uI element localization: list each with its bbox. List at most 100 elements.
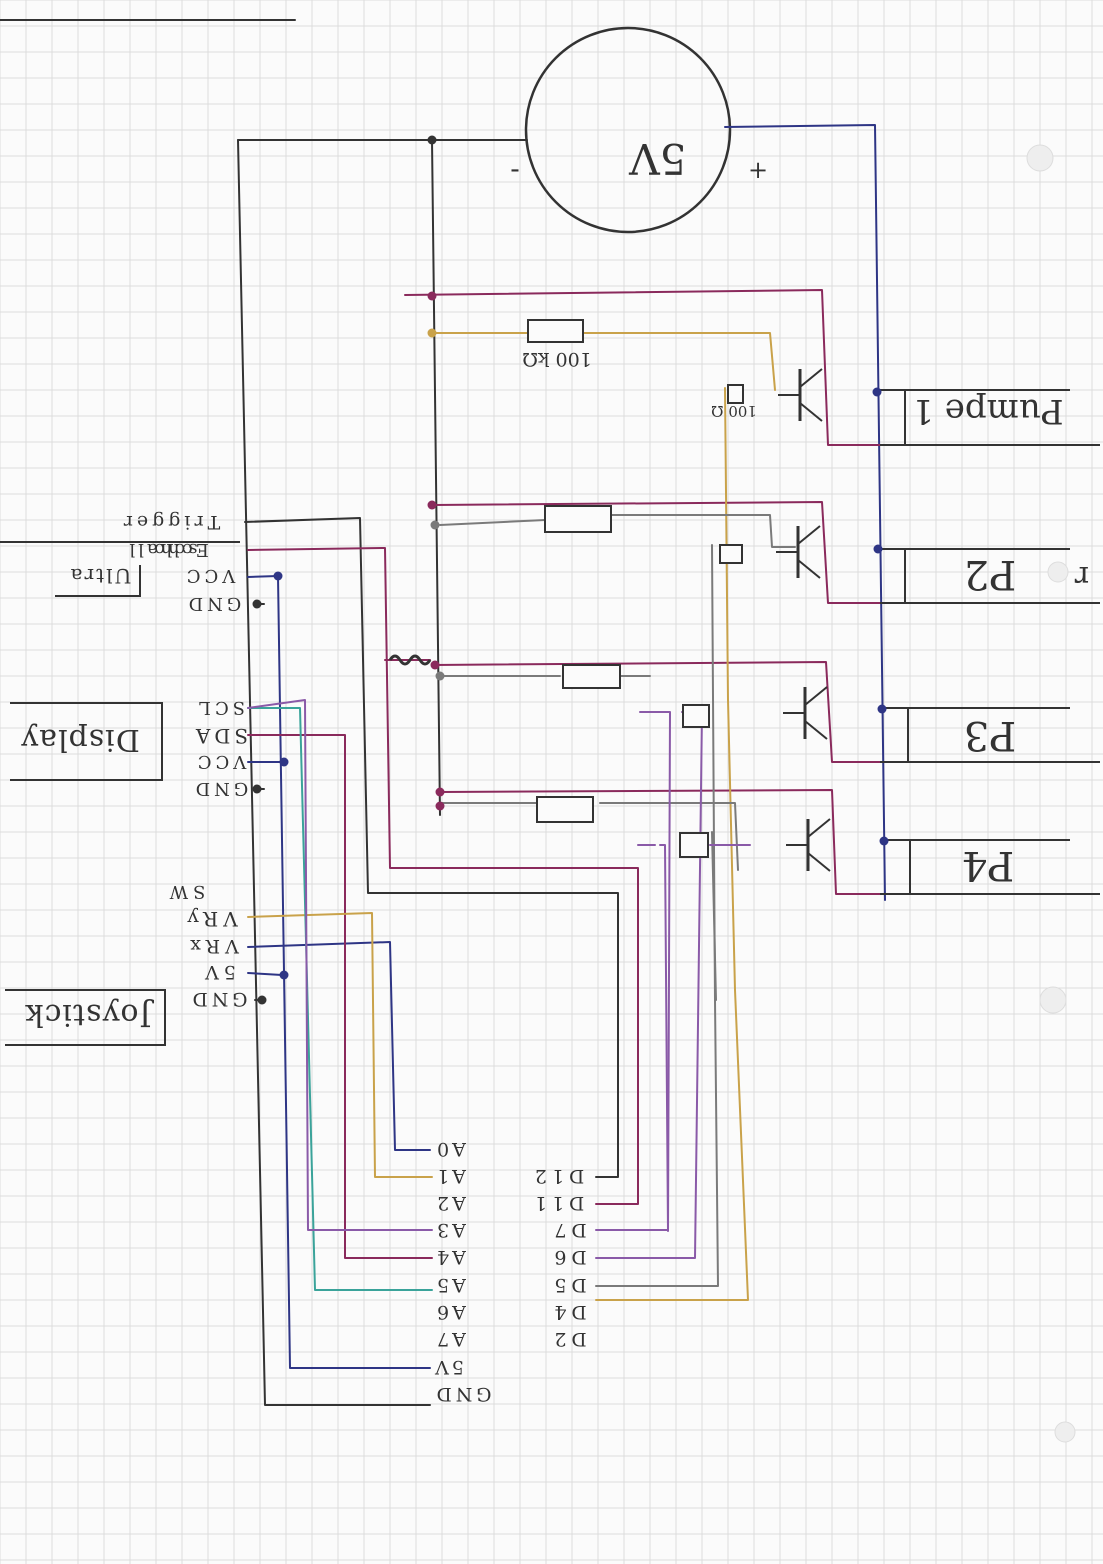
ultra-name: Ultra <box>69 564 132 588</box>
margin-mark: r <box>1074 559 1089 594</box>
joystick-pin-vrx: VRx <box>185 935 240 957</box>
load-box <box>880 548 1100 604</box>
transistor-collector <box>807 818 831 838</box>
header-digital: D12 D11 D7 D6 D5 D4 D2 <box>530 1165 587 1350</box>
wire-black <box>237 139 431 1406</box>
wire-magenta <box>404 289 906 446</box>
transistor-emitter <box>797 559 821 579</box>
header-pin-a3: A3 <box>434 1219 467 1241</box>
ultra-pin-vcc: VCC <box>183 565 237 586</box>
wire-magenta <box>432 661 906 763</box>
wire-scribble <box>388 654 432 666</box>
ultra-pin-echo: Echo <box>151 539 209 560</box>
header-analog: A0 A1 A2 A3 A4 A5 A6 A7 5V GND <box>432 1138 491 1405</box>
junction-dot <box>435 787 445 797</box>
load-box <box>880 389 1100 446</box>
header-pin-5v: 5V <box>432 1356 464 1378</box>
header-pin-d11: D11 <box>530 1192 584 1214</box>
display-name: Display <box>20 722 140 757</box>
wire-navy <box>247 575 431 1369</box>
ultra-name-2: schall <box>126 539 197 560</box>
wire-gray <box>439 514 796 548</box>
header-pin-a1: A1 <box>434 1165 467 1187</box>
junction-dot <box>273 571 283 581</box>
header-pin-a5: A5 <box>434 1274 467 1296</box>
wire-orange <box>595 387 749 1301</box>
resistor <box>719 544 743 564</box>
wire-magenta <box>439 789 906 895</box>
punch-hole <box>1047 561 1069 583</box>
junction-dot <box>279 970 289 980</box>
wire-navy <box>247 972 283 976</box>
supply-voltage-label: 5V <box>629 134 687 183</box>
module-box <box>10 702 163 781</box>
header-pin-a7: A7 <box>434 1328 467 1350</box>
wire-orange <box>429 332 776 391</box>
supply-circle <box>524 26 732 234</box>
junction-dot <box>872 387 882 397</box>
junction-dot <box>252 784 262 794</box>
junction-dot <box>427 500 437 510</box>
header-pin-d12: D12 <box>530 1165 584 1187</box>
transistor-collector <box>799 368 823 388</box>
junction-dot <box>430 660 440 670</box>
junction-dot <box>279 757 289 767</box>
header-pin-d6: D6 <box>549 1246 586 1268</box>
transistor-emitter <box>804 720 828 740</box>
wire-purple <box>595 711 671 1231</box>
resistor <box>679 832 709 858</box>
display-pin-sda: SDA <box>192 724 248 748</box>
transistor-emitter <box>799 402 823 422</box>
supply-minus-label: - <box>510 152 519 185</box>
display-pin-scl: SCL <box>195 697 245 718</box>
wire-magenta <box>247 734 433 1259</box>
punch-hole <box>1039 986 1067 1014</box>
transistor-collector <box>797 525 821 545</box>
load-label-p3: P3 <box>964 712 1016 758</box>
load-label-pumpe-1: Pumpe 1 <box>912 391 1063 431</box>
joystick-name: Joystick <box>24 997 154 1032</box>
resistor <box>727 384 744 404</box>
header-pin-d4: D4 <box>549 1301 586 1323</box>
resistor <box>682 704 710 728</box>
wire-black <box>431 139 441 816</box>
junction-dot <box>430 520 440 530</box>
wire-purple <box>659 844 669 1232</box>
resistor <box>527 319 584 343</box>
punch-hole <box>1054 1421 1076 1443</box>
junction-dot <box>873 544 883 554</box>
header-pin-a6: A6 <box>434 1301 467 1323</box>
wire-magenta <box>247 547 639 1205</box>
wire-teal <box>247 707 433 1291</box>
module-box <box>0 541 240 597</box>
header-pin-d7: D7 <box>549 1219 586 1241</box>
punch-hole <box>1026 144 1054 172</box>
header-pin-gnd: GND <box>432 1383 491 1405</box>
header-pin-a4: A4 <box>434 1246 467 1268</box>
junction-dot <box>427 135 437 145</box>
junction-dot <box>879 836 889 846</box>
wire-gray <box>595 544 719 1287</box>
load-box <box>880 707 1100 763</box>
module-box <box>5 989 166 1046</box>
transistor-collector <box>804 686 828 706</box>
wire-navy <box>724 124 886 901</box>
junction-dot <box>435 801 445 811</box>
load-label-p4: P4 <box>962 842 1014 888</box>
joystick-pin-5v: 5V <box>200 961 236 983</box>
header-pin-d2: D2 <box>549 1328 586 1350</box>
header-pin-a0: A0 <box>434 1138 467 1160</box>
joystick-pin-gnd: GND <box>188 988 247 1010</box>
junction-dot <box>257 995 267 1005</box>
header-pin-a2: A2 <box>434 1192 467 1214</box>
display-pin-gnd: GND <box>192 778 249 799</box>
ultra-pin-gnd: GND <box>185 593 242 614</box>
wire-gray <box>439 802 739 871</box>
load-box <box>880 839 1100 895</box>
wire-magenta <box>432 501 906 604</box>
joystick-pin-vry: VRy <box>182 907 238 931</box>
supply-plus-label: + <box>748 156 768 184</box>
header-pin-d5: D5 <box>549 1274 586 1296</box>
